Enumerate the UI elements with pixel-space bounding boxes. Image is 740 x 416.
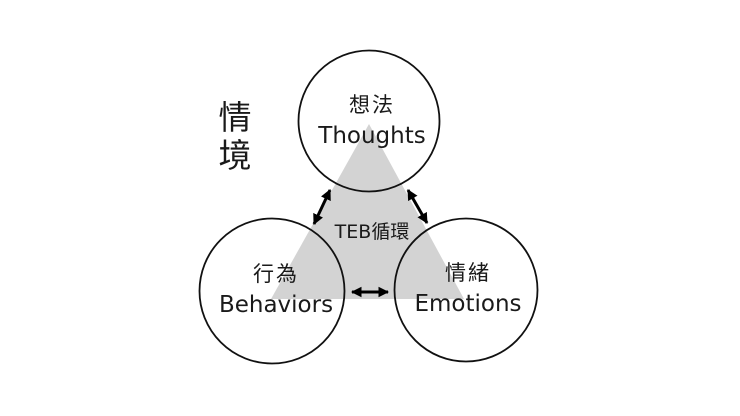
thoughts-node-label: 想法 Thoughts [294,92,450,150]
thoughts-label-en: Thoughts [318,123,426,149]
arrow-thoughts-emotions [406,189,429,224]
thoughts-label-zh: 想法 [349,93,395,117]
emotions-label-zh: 情緒 [445,261,491,285]
emotions-node-label: 情緒 Emotions [390,260,546,318]
emotions-label-en: Emotions [414,291,522,317]
behaviors-node-label: 行為 Behaviors [198,261,354,319]
behaviors-label-en: Behaviors [218,292,334,318]
situation-label: 情境 [218,98,252,175]
teb-cycle-label: TEB循環 [334,221,410,243]
behaviors-label-zh: 行為 [253,262,299,286]
arrow-thoughts-behaviors [312,189,332,225]
thoughts-circle [297,49,441,193]
emotions-circle [393,217,539,363]
teb-triangle [271,124,464,299]
behaviors-circle [198,217,346,365]
